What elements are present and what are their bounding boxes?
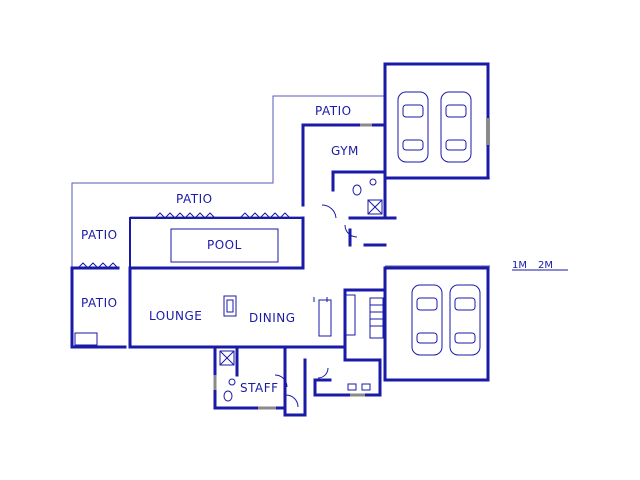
scale-bar: 1M 2M xyxy=(512,260,568,271)
car-icons-top xyxy=(397,91,472,163)
room-label-staff: STAFF xyxy=(240,381,279,395)
dashed-lines xyxy=(129,130,304,335)
scale-label-2m: 2M xyxy=(538,260,553,271)
room-label-patio-lower: PATIO xyxy=(81,296,118,310)
room-label-dining: DINING xyxy=(249,311,296,325)
room-label-patio-top: PATIO xyxy=(315,104,352,118)
patio-outlines xyxy=(71,95,490,345)
room-label-patio-mid: PATIO xyxy=(176,192,213,206)
pool-outline xyxy=(170,228,279,263)
main-walls xyxy=(70,62,490,417)
room-label-gym: GYM xyxy=(331,144,359,158)
car-icons-bottom xyxy=(411,284,481,356)
room-label-lounge: LOUNGE xyxy=(149,309,202,323)
scale-label-1m: 1M xyxy=(512,260,527,271)
room-label-patio-left: PATIO xyxy=(81,228,118,242)
room-label-pool: POOL xyxy=(207,238,242,252)
sliding-doors xyxy=(77,118,490,410)
fixtures xyxy=(74,178,384,408)
